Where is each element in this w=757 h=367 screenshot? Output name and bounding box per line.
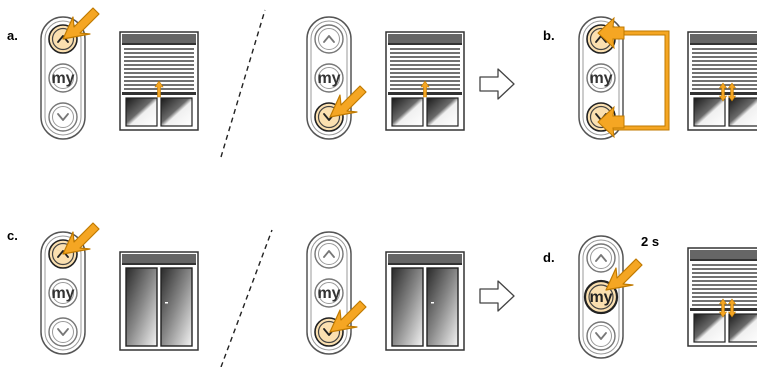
remote-control-a2: my: [306, 16, 352, 140]
window-open-c2: [385, 251, 465, 351]
step-label-a: a.: [7, 28, 18, 43]
down-button: [48, 317, 78, 347]
my-button: my: [586, 63, 616, 93]
my-button-label: my: [51, 285, 74, 302]
up-button: [586, 243, 616, 273]
step-label-d: d.: [543, 250, 555, 265]
my-button-label: my: [317, 70, 340, 87]
step-label-b: b.: [543, 28, 555, 43]
my-button: my: [48, 63, 78, 93]
my-button: my: [314, 63, 344, 93]
remote-control-d: my: [578, 235, 624, 359]
my-button-label: my: [317, 285, 340, 302]
window-open-c: [119, 251, 199, 351]
remote-control-c2: my: [306, 231, 352, 355]
remote-control-a: my: [40, 16, 86, 140]
remote-control-c: my: [40, 231, 86, 355]
up-button: [314, 24, 344, 54]
up-button: [314, 239, 344, 269]
down-button: [586, 321, 616, 351]
dashed-divider: [220, 229, 273, 367]
timer-label: 2 s: [641, 234, 659, 249]
my-button: my: [314, 278, 344, 308]
hollow-right-arrow-icon: [479, 68, 515, 100]
down-button: [48, 102, 78, 132]
my-button-label: my: [589, 70, 612, 87]
window-shutter-b: [687, 31, 757, 131]
remote-control-b: my: [578, 16, 624, 140]
window-shutter-d: [687, 247, 757, 347]
my-button: my: [48, 278, 78, 308]
hollow-right-arrow-icon: [479, 280, 515, 312]
simultaneous-press-bracket-icon: [597, 16, 670, 139]
my-button-label: my: [51, 70, 74, 87]
step-label-c: c.: [7, 228, 18, 243]
my-button-label: my: [589, 289, 612, 306]
window-shutter-a2: [385, 31, 465, 131]
dashed-divider: [220, 9, 266, 158]
window-shutter-a: [119, 31, 199, 131]
